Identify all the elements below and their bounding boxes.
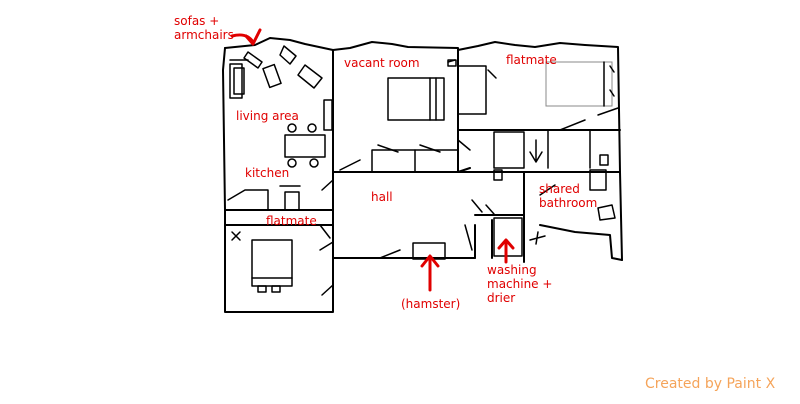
credit-text: Created by Paint X bbox=[645, 376, 776, 392]
label-hamster: (hamster) bbox=[401, 297, 461, 311]
outer-walls bbox=[222, 37, 623, 313]
label-shared-bathroom: shared bathroom bbox=[539, 182, 598, 210]
label-washing-machine: washing machine + drier bbox=[487, 263, 553, 305]
vacant-room-bed bbox=[371, 59, 497, 173]
hall-fixtures bbox=[412, 169, 523, 260]
doors bbox=[319, 59, 619, 296]
label-flatmate-bottom: flatmate bbox=[266, 214, 317, 228]
kitchen-counters bbox=[227, 185, 301, 211]
label-hall: hall bbox=[371, 190, 393, 204]
label-kitchen: kitchen bbox=[245, 166, 290, 180]
label-sofas-armchairs: sofas + armchairs bbox=[174, 14, 234, 42]
inner-walls bbox=[224, 129, 623, 263]
living-furniture bbox=[229, 45, 333, 168]
label-vacant-room: vacant room bbox=[344, 56, 420, 70]
flatmate-bottom-bed bbox=[231, 231, 293, 293]
bathroom-fixtures bbox=[529, 154, 616, 245]
label-living-area: living area bbox=[236, 109, 299, 123]
flatmate-top-bed bbox=[493, 61, 615, 169]
annotation-arrows bbox=[230, 28, 515, 292]
label-flatmate-top: flatmate bbox=[506, 53, 557, 67]
